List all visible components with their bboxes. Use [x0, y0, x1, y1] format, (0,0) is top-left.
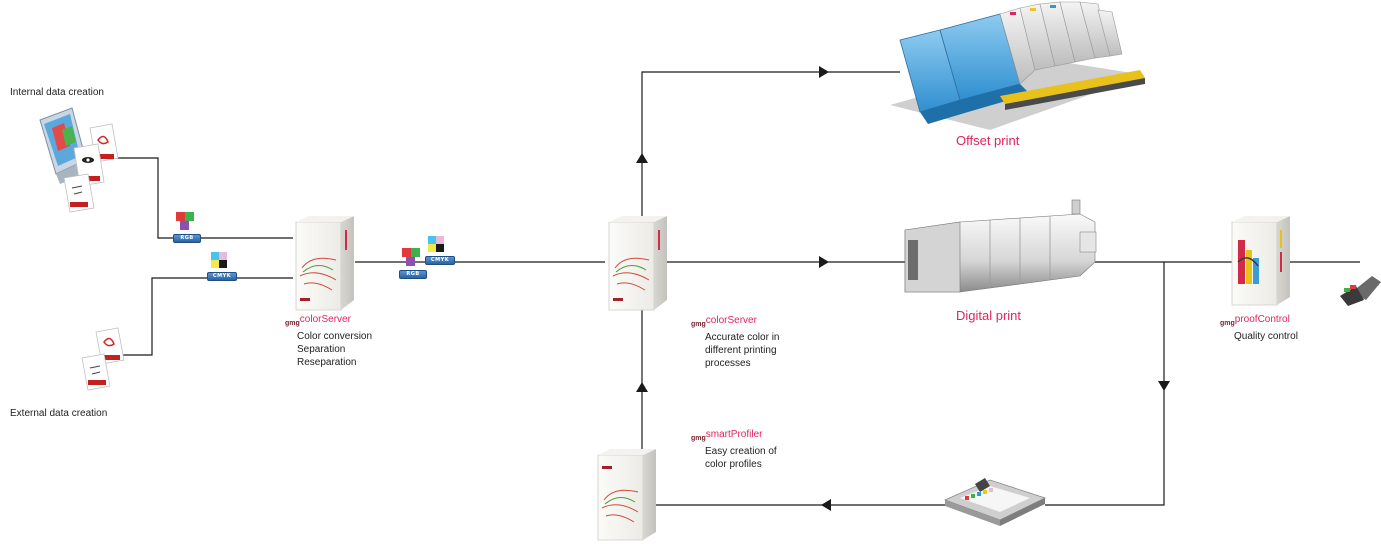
eps-file-icon-external	[81, 353, 111, 391]
arrow-up-offset	[636, 153, 648, 163]
external-data-icons	[81, 327, 125, 391]
product-name: colorServer	[705, 315, 757, 326]
line-internal	[112, 157, 293, 239]
line-to-measure	[1045, 262, 1165, 506]
arrow-up-cs2	[636, 382, 648, 392]
product-line: Easy creation of	[705, 446, 777, 457]
colorserver-box-2	[608, 216, 667, 311]
arrow-right-offset	[819, 66, 829, 78]
product-line: processes	[705, 358, 751, 369]
proofcontrol-label: gmgproofControl Quality control	[1220, 313, 1298, 343]
product-line: Color conversion	[297, 331, 373, 342]
product-line: different printing	[705, 345, 777, 356]
offset-press-icon	[890, 1, 1145, 130]
digital-press-icon	[904, 199, 1097, 293]
eps-file-icon	[63, 173, 95, 213]
product-line: Quality control	[1234, 331, 1298, 342]
line-to-offset	[641, 71, 900, 222]
gmg-brand-mark: gmg	[691, 435, 706, 442]
cmyk-cube-icon-1	[211, 252, 227, 268]
product-line: Accurate color in	[705, 332, 780, 343]
product-line: color profiles	[705, 459, 762, 470]
internal-data-label: Internal data creation	[10, 87, 104, 98]
cmyk-cube-icon-2	[428, 236, 444, 252]
gmg-brand-mark: gmg	[691, 321, 706, 328]
arrow-down-measure	[1158, 381, 1170, 391]
cmyk-badge-1: CMYK	[207, 272, 237, 281]
product-name: proofControl	[1234, 314, 1290, 325]
connector-lines	[112, 71, 1360, 506]
rgb-badge-1: RGB	[173, 234, 201, 243]
rgb-badge-2: RGB	[399, 270, 427, 279]
line-external	[112, 277, 293, 356]
cmyk-badge-2: CMYK	[425, 256, 455, 265]
gmg-brand-mark: gmg	[1220, 320, 1235, 327]
product-line: Reseparation	[297, 357, 357, 368]
digital-print-label: Digital print	[956, 308, 1022, 323]
rgb-cube-icon-2	[402, 248, 420, 266]
arrow-left-profiler	[821, 499, 831, 511]
external-data-label: External data creation	[10, 408, 108, 419]
smartprofiler-label: gmgsmartProfiler Easy creation of color …	[691, 428, 777, 471]
product-line: Separation	[297, 344, 346, 355]
product-name: smartProfiler	[705, 429, 763, 440]
colorserver-label-1: gmgcolorServer Color conversion Separati…	[285, 313, 372, 369]
measuring-table-icon	[943, 478, 1047, 526]
offset-print-label: Offset print	[956, 133, 1020, 148]
colorserver-label-2: gmgcolorServer Accurate color in differe…	[691, 314, 779, 370]
spectrophotometer-icon	[1340, 276, 1381, 306]
arrows	[636, 66, 1170, 511]
product-name: colorServer	[299, 314, 351, 325]
smartprofiler-box	[597, 449, 656, 541]
internal-data-icons	[39, 107, 119, 213]
proofcontrol-box	[1231, 216, 1290, 306]
arrow-right-digital	[819, 256, 829, 268]
gmg-brand-mark: gmg	[285, 320, 300, 327]
colorserver-box-1	[295, 216, 354, 311]
rgb-cube-icon-1	[176, 212, 194, 230]
